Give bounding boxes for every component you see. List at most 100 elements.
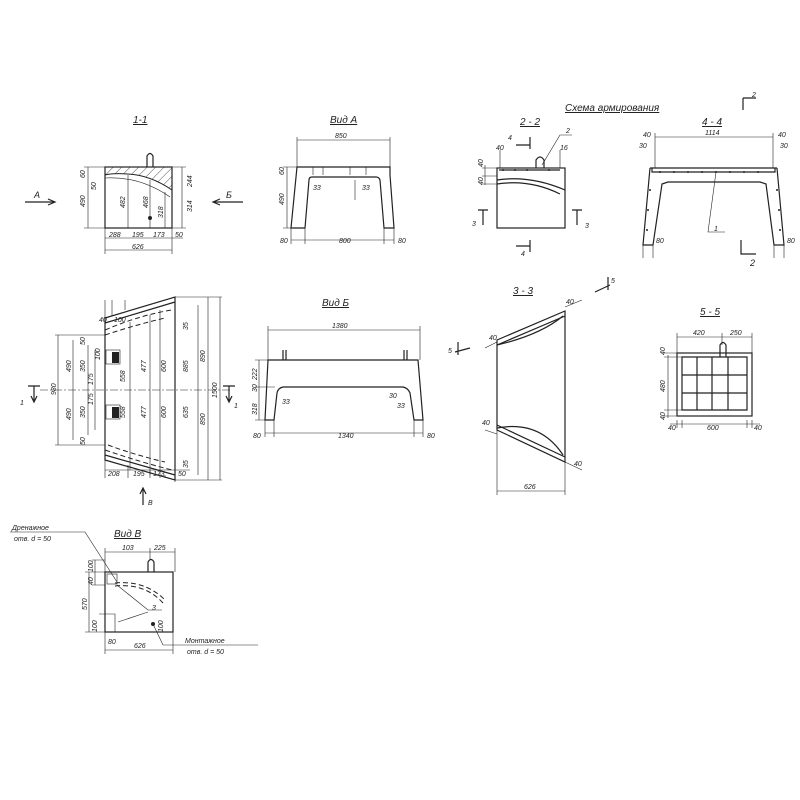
dimension-label: 1 <box>714 226 718 233</box>
dimension-label: 100 <box>158 620 165 632</box>
section-5-5: 5 - 5 420 250 40 480 40 40 600 40 <box>660 307 762 432</box>
dimension-label: 80 <box>108 639 116 646</box>
dimension-label: 5 <box>448 348 452 355</box>
section-title: 4 - 4 <box>702 117 722 128</box>
dimension-label: 50 <box>80 437 87 445</box>
view-b: Вид Б 1380 222 30 318 33 30 33 80 1340 8… <box>252 298 435 440</box>
dimension-label: 80 <box>787 238 795 245</box>
dimension-label: 2 <box>751 92 756 99</box>
dimension-label: 222 <box>252 368 259 381</box>
dimension-label: 600 <box>707 425 719 432</box>
dimension-label: 60 <box>80 170 87 178</box>
view-arrow-b: Б <box>211 190 243 206</box>
dimension-label: 80 <box>398 238 406 245</box>
section-title: 3 - 3 <box>513 286 533 297</box>
dimension-label: 890 <box>200 350 207 362</box>
dimension-label: 1 <box>234 403 238 410</box>
dimension-label: 477 <box>141 405 148 418</box>
dimension-label: 1340 <box>338 433 354 440</box>
dimension-label: 195 <box>132 232 144 239</box>
dimension-label: 40 <box>643 132 651 139</box>
dimension-label: 40 <box>99 317 107 324</box>
plan-view: 40 100 980 490 490 50 350 175 100 175 35… <box>20 296 238 507</box>
dimension-label: 33 <box>282 399 290 406</box>
dimension-label: 40 <box>660 347 667 355</box>
dimension-label: 558 <box>120 406 127 418</box>
dimension-label: В <box>148 500 153 507</box>
dimension-label: 350 <box>80 406 87 418</box>
dimension-label: 2 <box>565 128 570 135</box>
dimension-label: 318 <box>158 206 165 218</box>
section-marker-2-top: 2 <box>742 92 756 110</box>
dimension-label: 40 <box>496 145 504 152</box>
dimension-label: 570 <box>82 598 89 610</box>
dimension-label: 490 <box>66 360 73 372</box>
dimension-label: 626 <box>524 484 536 491</box>
dimension-label: 288 <box>108 232 121 239</box>
view-arrow-a: А <box>25 190 57 206</box>
dimension-label: 50 <box>91 182 98 190</box>
dimension-label: 60 <box>279 167 286 175</box>
dimension-label: 30 <box>252 384 259 392</box>
dimension-label: 1 <box>20 400 24 407</box>
view-v: Вид В 103 225 100 40 570 100 80 100 626 … <box>10 525 258 656</box>
dimension-label: 33 <box>313 185 321 192</box>
dimension-label: 175 <box>88 373 95 385</box>
dimension-label: 40 <box>574 461 582 468</box>
view-title: Вид В <box>114 529 142 540</box>
dimension-label: 40 <box>478 159 485 167</box>
dimension-label: 40 <box>778 132 786 139</box>
dimension-label: 33 <box>362 185 370 192</box>
dimension-label: 318 <box>252 403 259 415</box>
dimension-label: 225 <box>153 545 166 552</box>
dimension-label: 420 <box>693 330 705 337</box>
dimension-label: 490 <box>279 193 286 205</box>
dimension-label: 208 <box>107 471 120 478</box>
dimension-label: 244 <box>187 175 194 188</box>
dimension-label: 40 <box>478 177 485 185</box>
dimension-label: 40 <box>660 412 667 420</box>
dimension-label: 477 <box>141 359 148 372</box>
dimension-label: 80 <box>253 433 261 440</box>
drain-hole-note: Дренажное <box>11 525 49 532</box>
section-title: 1-1 <box>133 115 147 126</box>
dimension-label: 103 <box>122 545 134 552</box>
dimension-label: 80 <box>427 433 435 440</box>
dimension-label: 800 <box>339 238 351 245</box>
dimension-label: 173 <box>153 471 165 478</box>
dimension-label: 100 <box>95 348 102 360</box>
dimension-label: 4 <box>521 251 525 258</box>
section-title: 5 - 5 <box>700 307 720 318</box>
dimension-label: 100 <box>92 620 99 632</box>
dimension-label: 50 <box>178 471 186 478</box>
dimension-label: 40 <box>668 425 676 432</box>
dimension-label: 40 <box>482 420 490 427</box>
dimension-label: 30 <box>780 143 788 150</box>
dimension-label: 850 <box>335 133 347 140</box>
dimension-label: 30 <box>389 393 397 400</box>
dimension-label: 482 <box>120 196 127 208</box>
dimension-label: 1380 <box>332 323 348 330</box>
view-title: Вид Б <box>322 298 350 309</box>
dimension-label: 3 <box>585 223 589 230</box>
dimension-label: 890 <box>200 413 207 425</box>
dimension-label: 50 <box>175 232 183 239</box>
dimension-label: 80 <box>280 238 288 245</box>
dimension-label: А <box>33 190 40 200</box>
view-title: Вид А <box>330 115 358 126</box>
dimension-label: 600 <box>161 360 168 372</box>
dimension-label: 626 <box>132 244 144 251</box>
dimension-label: 468 <box>143 196 150 208</box>
dimension-label: 980 <box>51 383 58 395</box>
section-4-4: 4 - 4 1114 40 30 40 30 80 80 1 2 <box>639 117 795 268</box>
dimension-label: 3 <box>472 221 476 228</box>
dimension-label: 314 <box>187 200 194 212</box>
dimension-label: 490 <box>80 195 87 207</box>
dimension-label: 195 <box>133 471 145 478</box>
mount-hole-note: Монтажное <box>185 638 225 645</box>
section-3-3: 3 - 3 40 40 40 40 626 5 5 <box>448 277 615 495</box>
dimension-label: 40 <box>489 335 497 342</box>
dimension-label: 100 <box>114 317 126 324</box>
dimension-label: 80 <box>656 238 664 245</box>
